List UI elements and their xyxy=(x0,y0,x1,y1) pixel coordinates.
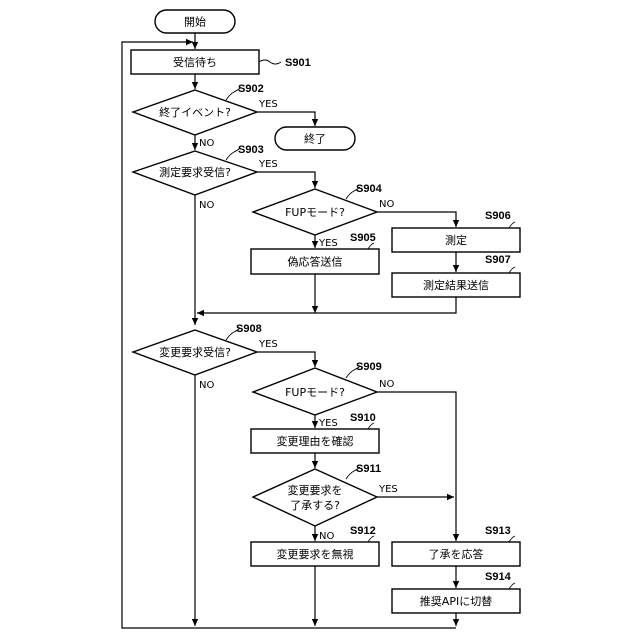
step-s912: 変更要求を無視 xyxy=(251,542,379,566)
step-number-s909: S909 xyxy=(356,361,382,373)
leader-s906 xyxy=(509,222,515,228)
s906-label: 測定 xyxy=(445,233,467,247)
step-number-s902: S902 xyxy=(238,83,264,95)
step-number-s906: S906 xyxy=(485,210,511,222)
step-number-s907: S907 xyxy=(485,254,511,266)
step-s907: 測定結果送信 xyxy=(392,273,520,297)
s909-yes-label: YES xyxy=(318,418,338,429)
step-number-s912: S912 xyxy=(350,525,376,537)
step-number-s903: S903 xyxy=(238,144,264,156)
s911-yes-label: YES xyxy=(378,484,398,495)
leader-s914 xyxy=(509,583,515,589)
leader-s907 xyxy=(509,267,515,273)
step-s906: 測定 xyxy=(392,228,520,252)
arrow-s909-no-to-s913 xyxy=(377,392,456,541)
s908-no-label: NO xyxy=(199,380,214,391)
s912-label: 変更要求を無視 xyxy=(277,547,354,561)
decision-s908: 変更要求受信? xyxy=(133,330,257,375)
step-number-s914: S914 xyxy=(485,571,512,583)
s902-yes-label: YES xyxy=(258,99,278,110)
s911-label-line2: 了承する? xyxy=(290,499,340,512)
s904-no-label: NO xyxy=(379,199,394,210)
step-number-s905: S905 xyxy=(350,232,376,244)
decision-s904: FUPモード? xyxy=(253,189,377,235)
step-number-s911: S911 xyxy=(356,463,381,475)
s909-label: FUPモード? xyxy=(285,386,345,399)
s913-label: 了承を応答 xyxy=(429,547,484,561)
start-label: 開始 xyxy=(184,15,206,29)
arrow-s902-yes-to-end xyxy=(257,112,315,126)
end-terminal: 終了 xyxy=(275,127,355,150)
s905-label: 偽応答送信 xyxy=(288,255,343,269)
step-s905: 偽応答送信 xyxy=(251,249,379,274)
step-s914: 推奨APIに切替 xyxy=(392,589,520,613)
arrow-s907-to-merge xyxy=(197,297,456,313)
s902-no-label: NO xyxy=(199,138,214,149)
s908-yes-label: YES xyxy=(258,339,278,350)
s903-no-label: NO xyxy=(199,200,214,211)
decision-s909: FUPモード? xyxy=(253,368,377,415)
step-s913: 了承を応答 xyxy=(392,542,520,566)
s901-label: 受信待ち xyxy=(173,55,217,69)
s903-yes-label: YES xyxy=(258,159,278,170)
step-number-s910: S910 xyxy=(350,412,376,424)
arrow-s904-no-to-s906 xyxy=(377,212,456,227)
s909-no-label: NO xyxy=(379,379,394,390)
decision-s902: 終了イベント? xyxy=(133,90,257,135)
decision-s903: 測定要求受信? xyxy=(133,151,257,195)
leader-s901 xyxy=(259,60,281,64)
s911-label-line1: 変更要求を xyxy=(288,483,343,497)
s911-no-label: NO xyxy=(319,531,334,542)
s904-yes-label: YES xyxy=(318,238,338,249)
s904-label: FUPモード? xyxy=(285,206,345,219)
s907-label: 測定結果送信 xyxy=(423,278,489,292)
step-number-s908: S908 xyxy=(236,323,262,335)
end-label: 終了 xyxy=(304,132,326,146)
s908-label: 変更要求受信? xyxy=(159,345,231,359)
step-numbers: S901 S902 S903 S904 S905 S906 S907 S908 … xyxy=(226,57,515,589)
step-number-s913: S913 xyxy=(485,525,511,537)
s903-label: 測定要求受信? xyxy=(159,165,231,179)
s910-label: 変更理由を確認 xyxy=(277,434,354,448)
step-s910: 変更理由を確認 xyxy=(251,429,379,453)
start-terminal: 開始 xyxy=(155,10,235,33)
decision-s911: 変更要求を 了承する? xyxy=(253,469,377,526)
step-number-s904: S904 xyxy=(356,183,383,195)
arrow-s908-yes-to-s909 xyxy=(257,352,315,367)
arrow-s903-yes-to-s904 xyxy=(257,172,315,188)
step-number-s901: S901 xyxy=(285,57,311,69)
step-s901: 受信待ち xyxy=(131,50,259,74)
s902-label: 終了イベント? xyxy=(159,105,231,119)
s914-label: 推奨APIに切替 xyxy=(420,594,492,608)
